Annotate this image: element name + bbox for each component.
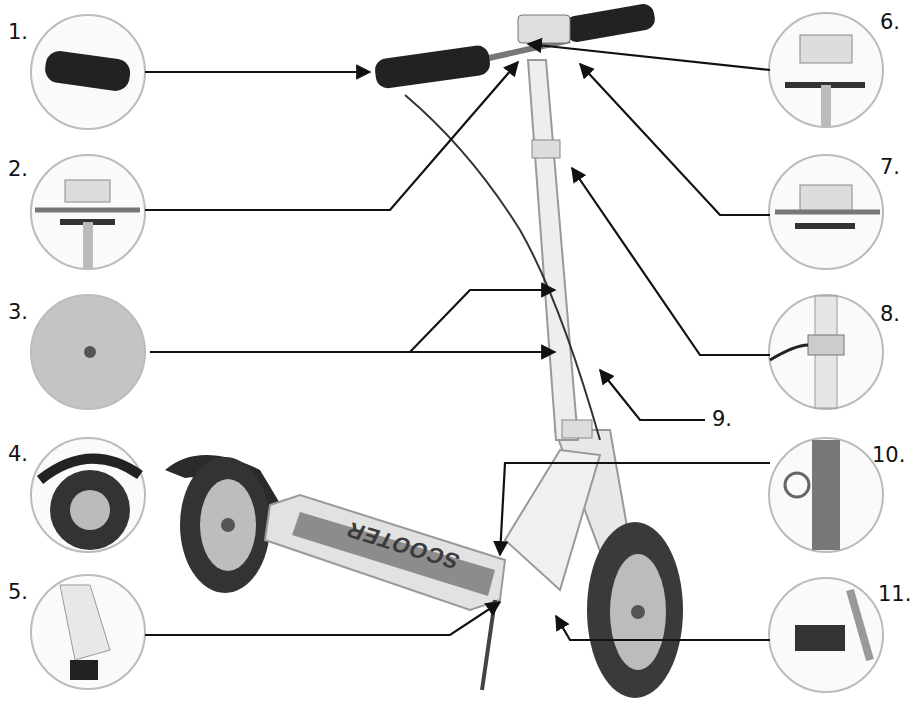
folding-joint <box>505 450 600 590</box>
front-wheel <box>587 522 683 698</box>
callout-number: 9. <box>712 407 732 431</box>
inset-fender <box>40 459 140 480</box>
inset-stem <box>821 85 831 126</box>
callout-number: 11. <box>878 582 911 606</box>
leader-arrow <box>572 168 770 355</box>
inset-wheel <box>50 470 130 550</box>
inset-circle <box>31 295 145 409</box>
callout-number: 1. <box>8 20 28 44</box>
inset-circle <box>769 295 883 409</box>
inset-hub <box>70 490 110 530</box>
leader-arrow <box>410 351 555 353</box>
inset-display <box>65 180 110 202</box>
front-axle <box>631 605 645 619</box>
stem-clamp <box>532 140 560 158</box>
leader-arrow <box>500 463 770 555</box>
right-grip <box>563 2 656 43</box>
leader-arrow <box>600 370 705 420</box>
inset-clamp <box>808 335 844 355</box>
inset-display <box>800 35 852 63</box>
leader-arrow <box>556 616 770 640</box>
inset-circle <box>769 13 883 127</box>
brake-cable <box>405 95 600 440</box>
inset-circle <box>31 155 145 269</box>
leader-arrow <box>145 602 500 635</box>
callout-number: 5. <box>8 580 28 604</box>
inset-rivet <box>84 346 96 358</box>
inset-circle <box>31 438 145 552</box>
inset-circle <box>31 15 145 129</box>
leader-arrow <box>528 44 770 70</box>
inset-cable <box>770 345 808 360</box>
callout-number: 8. <box>880 302 900 326</box>
inset-circle <box>769 155 883 269</box>
inset-bar <box>775 210 880 215</box>
inset-display <box>800 185 852 211</box>
callout-number: 6. <box>880 10 900 34</box>
display-unit <box>518 15 570 43</box>
leader-arrow <box>145 62 518 210</box>
callout-number: 10. <box>872 443 905 467</box>
inset-circle <box>31 575 145 689</box>
inset-bar <box>35 208 140 213</box>
stem-collar <box>562 420 592 438</box>
rear-hub <box>200 479 256 571</box>
deck-grip <box>292 512 495 596</box>
left-grip <box>373 44 491 90</box>
rear-axle <box>221 518 235 532</box>
inset-foot <box>70 660 98 680</box>
front-hub <box>610 554 666 670</box>
inset-joint <box>60 585 110 660</box>
inset-tube <box>812 440 840 550</box>
inset-latch <box>785 473 809 497</box>
inset-frame <box>850 590 870 660</box>
callout-number: 3. <box>8 300 28 324</box>
inset-circle <box>769 438 883 552</box>
callout-number: 2. <box>8 157 28 181</box>
inset-lock <box>795 625 845 651</box>
inset-stem <box>83 222 93 268</box>
deck-frame <box>265 495 505 610</box>
inset-lever <box>795 223 855 229</box>
leader-arrow <box>145 71 370 73</box>
inset-circle <box>769 578 883 692</box>
inset-grip <box>43 49 132 93</box>
callout-number: 4. <box>8 442 28 466</box>
callout-number: 7. <box>880 155 900 179</box>
rear-wheel <box>180 457 270 593</box>
stem-tube <box>528 60 578 440</box>
leader-arrow <box>150 290 555 352</box>
leader-arrow <box>580 64 770 215</box>
